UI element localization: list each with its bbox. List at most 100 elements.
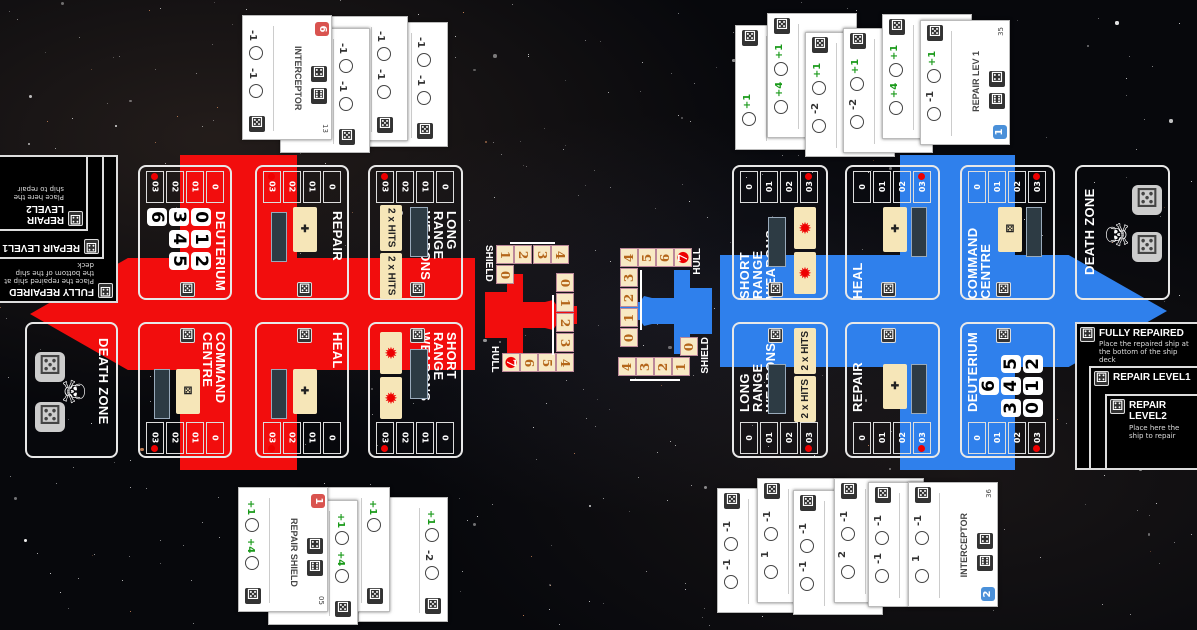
blue-track-box[interactable]: 01 bbox=[988, 422, 1006, 454]
red-track-box[interactable]: 02 bbox=[166, 422, 184, 454]
blue-deuterium-value[interactable]: 5 bbox=[1001, 355, 1021, 373]
red-track-box[interactable]: 03 bbox=[376, 422, 394, 454]
blue-track-box[interactable]: 0 bbox=[740, 422, 758, 454]
red-track-box[interactable]: 0 bbox=[436, 422, 454, 454]
red-hull-cell[interactable]: 6 bbox=[520, 353, 538, 372]
red-track-box[interactable]: 03 bbox=[146, 171, 164, 203]
blue-track-box[interactable]: 03 bbox=[1028, 422, 1046, 454]
blue-shield-cell[interactable]: 1 bbox=[672, 357, 690, 376]
red-track-box[interactable]: 03 bbox=[263, 422, 281, 454]
blue-hull-cell[interactable]: 4 bbox=[620, 248, 638, 267]
red-hull-cell[interactable]: 2 bbox=[556, 313, 574, 332]
blue-deuterium-value[interactable]: 4 bbox=[1001, 377, 1021, 395]
blue-deuterium-value[interactable]: 0 bbox=[1023, 399, 1043, 417]
red-track-box[interactable]: 03 bbox=[376, 171, 394, 203]
red-hull-cell[interactable]: 4 bbox=[556, 353, 574, 372]
blue-deuterium-value[interactable]: 2 bbox=[1023, 355, 1043, 373]
red-track-box[interactable]: 0 bbox=[323, 171, 341, 203]
blue-track-box[interactable]: 01 bbox=[760, 422, 778, 454]
blue-deuterium-value[interactable]: 6 bbox=[979, 377, 999, 395]
blue-hull-cell[interactable]: 0 bbox=[620, 328, 638, 347]
blue-track-box[interactable]: 01 bbox=[873, 422, 891, 454]
blue-hull-cell[interactable]: 5 bbox=[638, 248, 656, 267]
blue-track-box[interactable]: 02 bbox=[893, 171, 911, 203]
blue-shield-cell[interactable]: 0 bbox=[680, 337, 698, 356]
damage-marker[interactable] bbox=[1033, 445, 1040, 452]
damage-marker[interactable] bbox=[151, 173, 158, 180]
blue-track-box[interactable]: 0 bbox=[853, 422, 871, 454]
red-track-box[interactable]: 0 bbox=[206, 422, 224, 454]
red-hull-cell[interactable]: 5 bbox=[538, 353, 556, 372]
blue-track-box[interactable]: 03 bbox=[1028, 171, 1046, 203]
damage-marker[interactable] bbox=[805, 445, 812, 452]
damage-marker[interactable] bbox=[268, 173, 275, 180]
blue-track-box[interactable]: 01 bbox=[988, 171, 1006, 203]
blue-track-box[interactable]: 02 bbox=[780, 171, 798, 203]
blue-track-box[interactable]: 02 bbox=[1008, 171, 1026, 203]
blue-shield-cell[interactable]: 4 bbox=[618, 357, 636, 376]
blue-hull-cell[interactable]: 6 bbox=[656, 248, 674, 267]
blue-track-box[interactable]: 0 bbox=[968, 422, 986, 454]
blue-hull-cell[interactable]: 2 bbox=[620, 288, 638, 307]
red-track-box[interactable]: 0 bbox=[436, 171, 454, 203]
red-track-box[interactable]: 02 bbox=[396, 171, 414, 203]
blue-track-box[interactable]: 01 bbox=[873, 171, 891, 203]
red-track-box[interactable]: 03 bbox=[263, 171, 281, 203]
red-track-box[interactable]: 02 bbox=[283, 422, 301, 454]
red-track-box[interactable]: 02 bbox=[166, 171, 184, 203]
blue-track-box[interactable]: 0 bbox=[853, 171, 871, 203]
red-shield-cell[interactable]: 0 bbox=[496, 265, 514, 284]
blue-shield-cell[interactable]: 3 bbox=[636, 357, 654, 376]
death-die-slot[interactable]: ⚄ bbox=[35, 352, 65, 382]
red-shield-cell[interactable]: 3 bbox=[533, 245, 551, 264]
blue-track-box[interactable]: 02 bbox=[893, 422, 911, 454]
red-track-box[interactable]: 0 bbox=[206, 171, 224, 203]
red-hull-cell[interactable]: 3 bbox=[556, 333, 574, 352]
damage-marker[interactable] bbox=[268, 445, 275, 452]
red-track-box[interactable]: 01 bbox=[416, 422, 434, 454]
damage-marker[interactable] bbox=[918, 445, 925, 452]
red-track-box[interactable]: 02 bbox=[396, 422, 414, 454]
red-track-box[interactable]: 02 bbox=[283, 171, 301, 203]
red-track-box[interactable]: 01 bbox=[186, 422, 204, 454]
red-track-box[interactable]: 01 bbox=[186, 171, 204, 203]
red-hull-cell[interactable]: 0 bbox=[556, 273, 574, 292]
red-track-box[interactable]: 03 bbox=[146, 422, 164, 454]
red-hull-cell[interactable]: 1 bbox=[556, 293, 574, 312]
blue-track-box[interactable]: 0 bbox=[968, 171, 986, 203]
red-track-box[interactable]: 0 bbox=[323, 422, 341, 454]
red-track-box[interactable]: 01 bbox=[303, 171, 321, 203]
blue-track-box[interactable]: 01 bbox=[760, 171, 778, 203]
blue-track-box[interactable]: 0 bbox=[740, 171, 758, 203]
damage-marker[interactable] bbox=[151, 445, 158, 452]
death-die-slot[interactable]: ⚄ bbox=[35, 402, 65, 432]
blue-track-box[interactable]: 03 bbox=[913, 171, 931, 203]
damage-marker[interactable] bbox=[1033, 173, 1040, 180]
blue-track-box[interactable]: 02 bbox=[780, 422, 798, 454]
blue-track-box[interactable]: 03 bbox=[913, 422, 931, 454]
red-track-box[interactable]: 01 bbox=[303, 422, 321, 454]
damage-marker[interactable] bbox=[918, 173, 925, 180]
damage-marker[interactable] bbox=[381, 445, 388, 452]
blue-track-box[interactable]: 03 bbox=[800, 171, 818, 203]
blue-hull-cell[interactable]: 1 bbox=[620, 308, 638, 327]
blue-track-box[interactable]: 02 bbox=[1008, 422, 1026, 454]
death-die-slot[interactable]: ⚄ bbox=[1132, 232, 1162, 262]
red-shield-cell[interactable]: 4 bbox=[551, 245, 569, 264]
blue-shield-cell[interactable]: 2 bbox=[654, 357, 672, 376]
blue-deuterium-value[interactable]: 1 bbox=[1023, 377, 1043, 395]
red-hull-cell[interactable]: 7 bbox=[502, 353, 520, 372]
blue-hull-cell[interactable]: 7 bbox=[674, 248, 692, 267]
blue-track-box[interactable]: 03 bbox=[800, 422, 818, 454]
damage-marker[interactable] bbox=[805, 173, 812, 180]
blue-deuterium-value[interactable]: 3 bbox=[1001, 399, 1021, 417]
red-shield-cell[interactable]: 1 bbox=[496, 245, 514, 264]
blue-hull-cell[interactable]: 3 bbox=[620, 268, 638, 287]
red-shield-cell[interactable]: 2 bbox=[514, 245, 532, 264]
death-die-slot[interactable]: ⚄ bbox=[1132, 185, 1162, 215]
